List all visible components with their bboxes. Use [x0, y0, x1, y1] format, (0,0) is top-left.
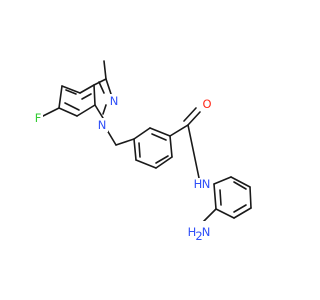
bond: [149, 127, 171, 137]
bond: [151, 133, 167, 141]
bond: [138, 142, 141, 158]
bond: [213, 176, 232, 185]
bond: [155, 155, 169, 164]
bond: [233, 207, 252, 219]
bond: [169, 124, 189, 137]
bond: [81, 93, 92, 100]
bond: [115, 138, 135, 146]
nitrogen-2-label: N: [110, 94, 119, 108]
fluorine-label: F: [35, 111, 42, 125]
amine-h2-subscript: 2: [195, 229, 202, 243]
bond: [76, 104, 96, 117]
bond: [183, 107, 197, 122]
amine-n-label: N: [202, 225, 211, 239]
bond: [58, 107, 78, 117]
bond: [202, 208, 217, 223]
bond: [103, 60, 107, 80]
bond: [169, 135, 173, 158]
bond: [133, 138, 137, 161]
bond: [105, 78, 112, 95]
bond: [155, 156, 173, 169]
bond: [219, 189, 222, 206]
bond: [249, 186, 252, 209]
amine-h-label: H: [188, 225, 197, 239]
bond: [230, 176, 251, 188]
bond: [133, 127, 151, 140]
bond: [213, 183, 217, 210]
atom-labels: F N N O H N H 2 N: [32, 94, 214, 243]
bond: [61, 85, 81, 94]
bond: [64, 102, 80, 111]
molecule-structure: F N N O H N H 2 N: [32, 60, 252, 243]
bond: [233, 181, 247, 190]
amide-h-label: H: [194, 177, 203, 191]
bond: [98, 81, 105, 94]
bond: [93, 84, 96, 106]
bond: [65, 89, 77, 95]
bond: [94, 104, 104, 119]
amide-oxygen-label: O: [202, 97, 211, 111]
bond: [40, 107, 60, 118]
bond: [79, 84, 95, 94]
nitrogen-1-label: N: [98, 118, 107, 132]
molecule-diagram: F N N O H N H 2 N: [32, 60, 252, 243]
bond: [93, 78, 107, 86]
bonds: [40, 60, 252, 223]
bond: [187, 111, 201, 126]
bond: [58, 85, 63, 109]
bond: [102, 104, 107, 115]
bond: [215, 208, 235, 219]
amide-n-label: N: [202, 177, 211, 191]
bond: [135, 159, 157, 169]
bond: [233, 204, 247, 213]
bond: [187, 124, 200, 179]
